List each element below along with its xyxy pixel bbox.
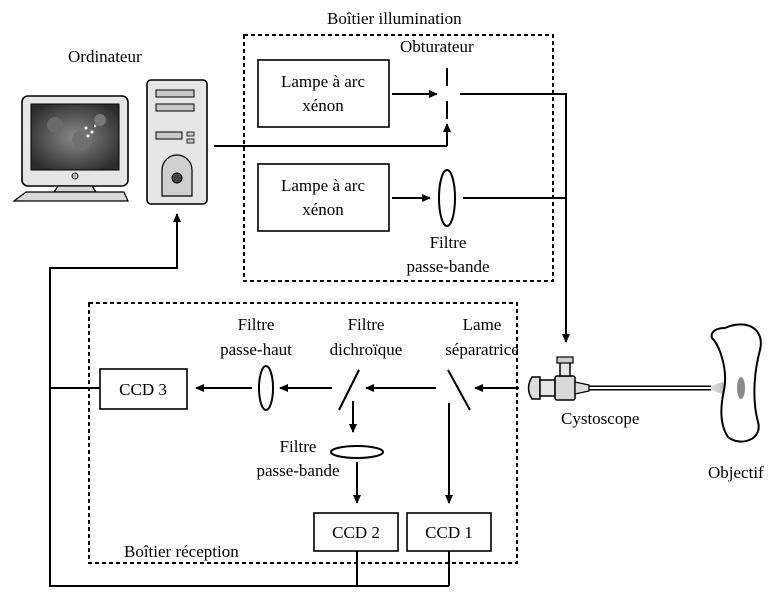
illumination-box-border bbox=[243, 34, 554, 282]
illum-filter-label-line2: passe-bande bbox=[406, 257, 489, 276]
shutter-light-path bbox=[460, 93, 567, 342]
illumination-box-title: Boîtier illumination bbox=[327, 9, 462, 28]
xenon-lamp-1-line1: Lampe à arc bbox=[281, 72, 365, 91]
computer-monitor-icon bbox=[12, 95, 129, 202]
target-tissue-icon bbox=[710, 323, 762, 443]
cystoscope-icon bbox=[527, 356, 711, 401]
xenon-lamp-1-line2: xénon bbox=[302, 96, 344, 115]
ccd3-label: CCD 3 bbox=[119, 380, 167, 399]
highpass-label-line2: passe-haut bbox=[220, 340, 292, 359]
reception-filter-label-line1: Filtre bbox=[280, 437, 317, 456]
xenon-lamp-box-2 bbox=[257, 163, 390, 232]
shutter-label: Obturateur bbox=[400, 37, 474, 56]
reception-box-border bbox=[88, 302, 518, 564]
ccd1-label: CCD 1 bbox=[425, 523, 473, 542]
xenon-lamp-2-line2: xénon bbox=[302, 200, 344, 219]
beam-splitter-icon bbox=[447, 369, 471, 411]
highpass-label-line1: Filtre bbox=[238, 315, 275, 334]
highpass-filter-lens-icon bbox=[258, 365, 274, 411]
splitter-label-line2: séparatrice bbox=[445, 340, 519, 359]
computer-label: Ordinateur bbox=[68, 47, 142, 66]
ccd2-box bbox=[313, 512, 399, 552]
illum-filter-label-line1: Filtre bbox=[430, 233, 467, 252]
ccd2-label: CCD 2 bbox=[332, 523, 380, 542]
dichroic-label-line1: Filtre bbox=[348, 315, 385, 334]
computer-tower-icon bbox=[146, 79, 208, 205]
ccd1-box bbox=[406, 512, 492, 552]
objective-label: Objectif bbox=[708, 463, 764, 482]
xenon-lamp-2-line1: Lampe à arc bbox=[281, 176, 365, 195]
bandpass-filter-lens-icon bbox=[438, 169, 456, 227]
dichroic-filter-icon bbox=[338, 369, 360, 411]
reception-box-title: Boîtier réception bbox=[124, 542, 239, 561]
cystoscope-label: Cystoscope bbox=[561, 409, 639, 428]
dichroic-label-line2: dichroïque bbox=[330, 340, 403, 359]
data-bus-cable bbox=[49, 221, 449, 587]
xenon-lamp-box-1 bbox=[257, 59, 390, 128]
reception-filter-label-line2: passe-bande bbox=[256, 461, 339, 480]
reception-bandpass-lens-icon bbox=[330, 445, 384, 459]
target-spot-icon bbox=[737, 377, 745, 399]
splitter-label-line1: Lame bbox=[463, 315, 502, 334]
